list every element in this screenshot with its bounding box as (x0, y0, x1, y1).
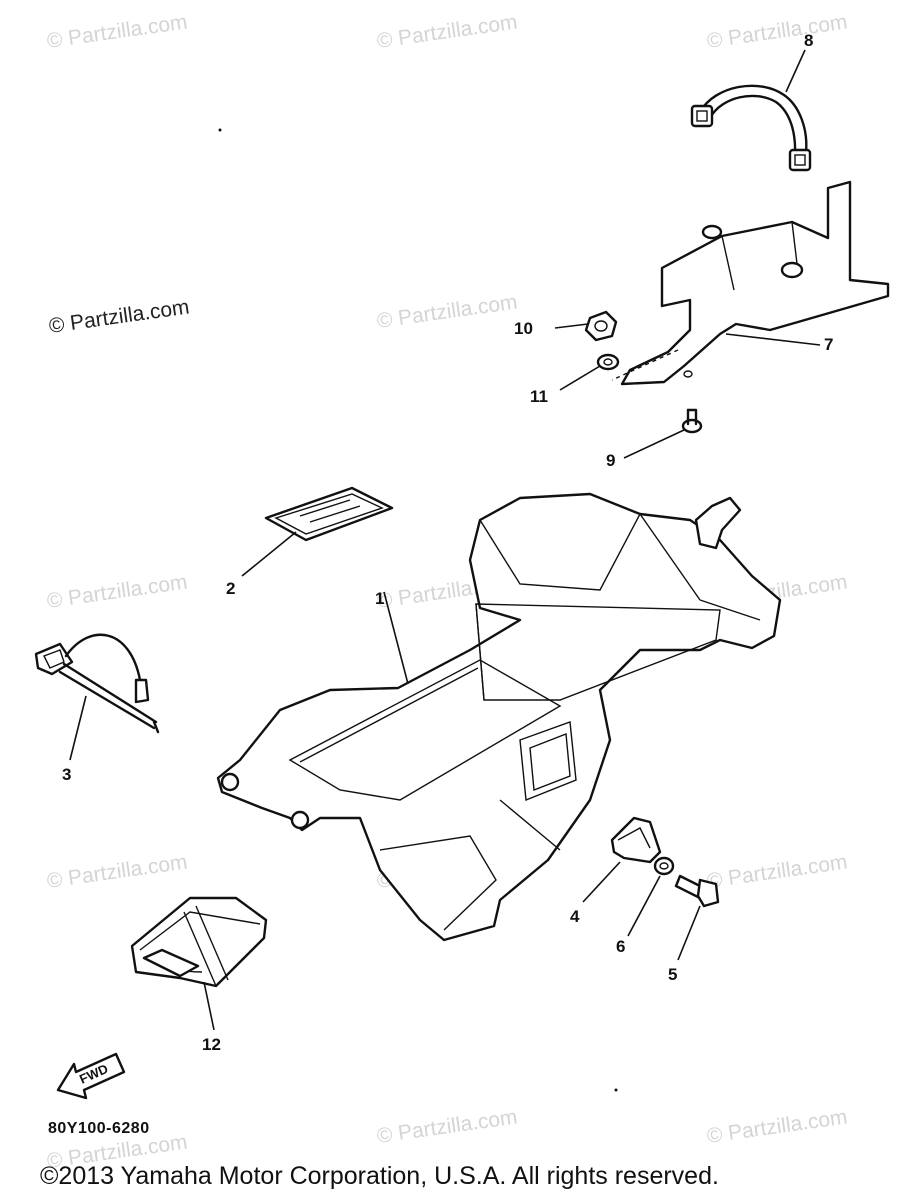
part-4-clip (610, 816, 662, 864)
watermark: © Partzilla.com (705, 10, 848, 52)
watermark: © Partzilla.com (705, 1105, 848, 1147)
watermark: © Partzilla.com (375, 1105, 518, 1147)
scan-speck (614, 1088, 618, 1092)
callout-3: 3 (62, 765, 71, 784)
part-12-battery-pouch (130, 896, 268, 988)
part-6-washer (653, 856, 675, 876)
callout-2: 2 (226, 579, 235, 598)
callout-7: 7 (824, 335, 833, 354)
part-3-cable-tie (34, 633, 160, 734)
watermark: © Partzilla.com (375, 10, 518, 52)
callout-11: 11 (530, 387, 548, 406)
watermark: © Partzilla.com (375, 290, 518, 332)
callout-9: 9 (606, 451, 615, 470)
watermark: © Partzilla.com (47, 295, 190, 337)
scan-speck (218, 128, 222, 132)
watermark: © Partzilla.com (705, 850, 848, 892)
watermark: © Partzilla.com (45, 10, 188, 52)
callout-numbers: 1 2 3 4 5 6 7 8 9 10 11 12 (62, 31, 833, 1054)
copyright-notice: ©2013 Yamaha Motor Corporation, U.S.A. A… (40, 1162, 719, 1190)
callout-8: 8 (804, 31, 813, 50)
part-11-washer (596, 353, 620, 371)
part-7-bracket (611, 180, 890, 386)
leader-lines (69, 49, 821, 1031)
part-2-label (264, 486, 394, 542)
callout-10: 10 (514, 319, 533, 338)
callout-6: 6 (616, 937, 625, 956)
callout-12: 12 (202, 1035, 221, 1054)
part-9-bolt (681, 408, 703, 434)
watermark: © Partzilla.com (45, 570, 188, 612)
watermark: © Partzilla.com (45, 850, 188, 892)
part-10-nut (584, 310, 618, 342)
part-1-frame-cover (216, 492, 782, 942)
callout-1: 1 (375, 589, 384, 608)
fwd-arrow: FWD (56, 1052, 126, 1100)
callout-5: 5 (668, 965, 677, 984)
callout-4: 4 (570, 907, 580, 926)
diagram-code: 80Y100-6280 (48, 1120, 150, 1137)
part-5-bolt (674, 874, 720, 908)
part-8-strap (690, 84, 812, 172)
